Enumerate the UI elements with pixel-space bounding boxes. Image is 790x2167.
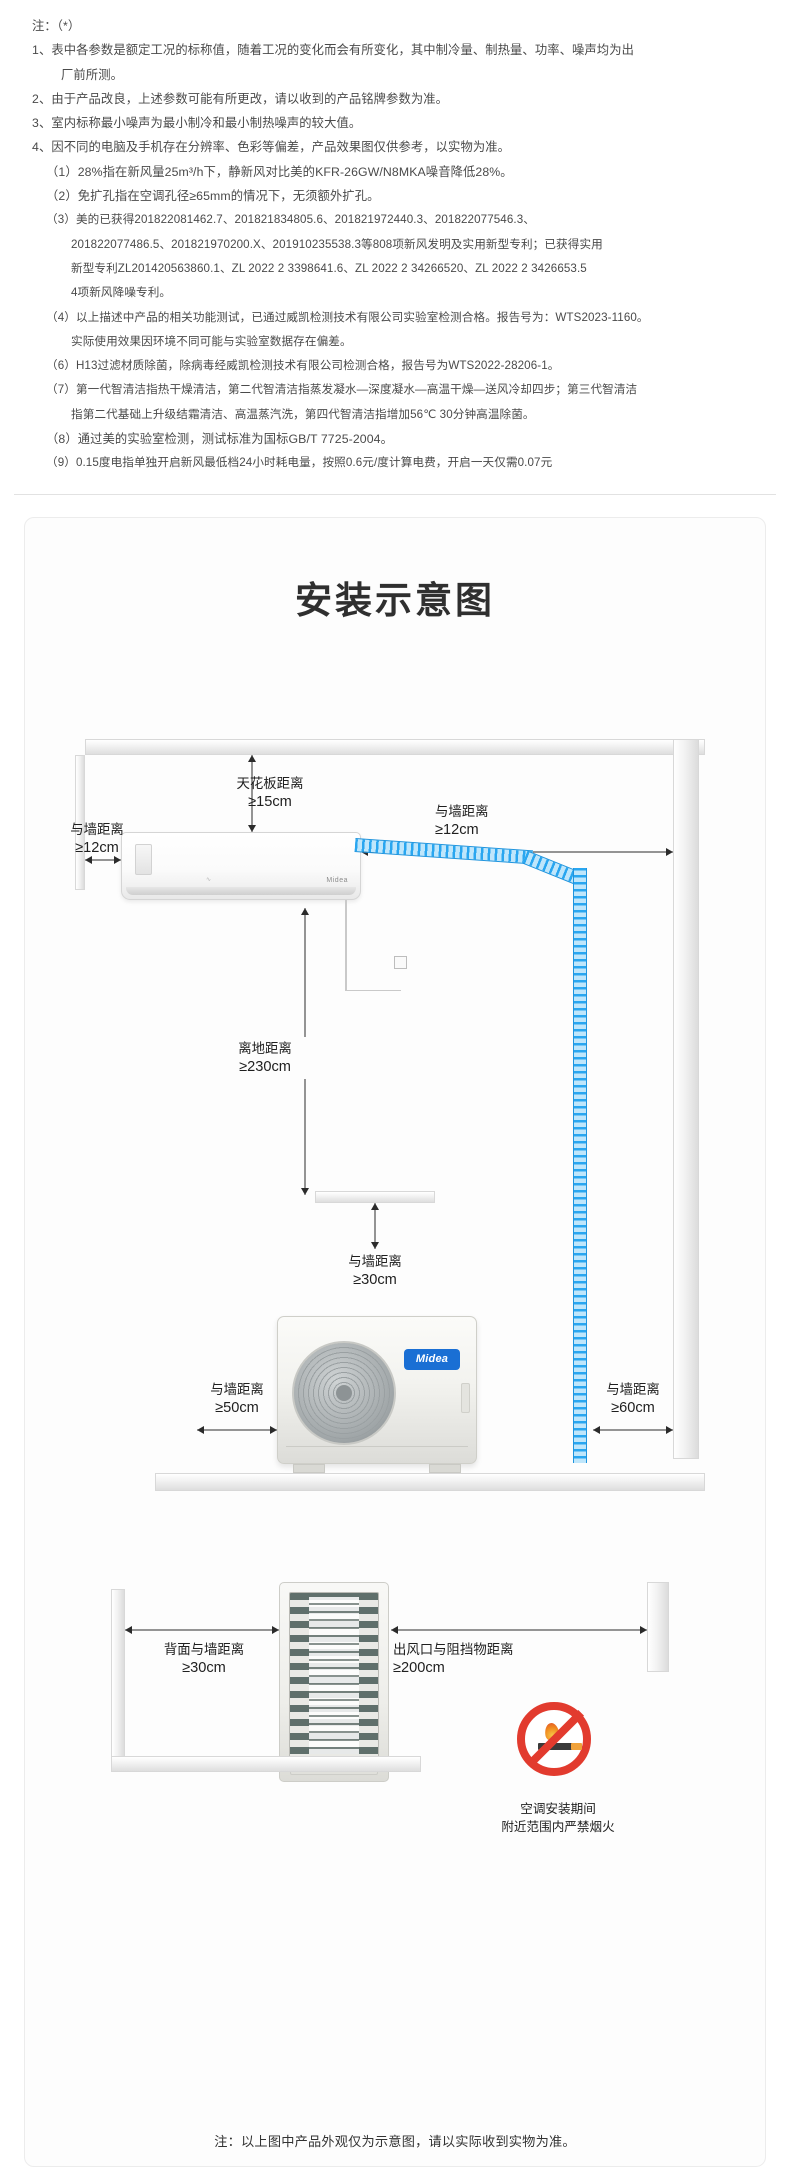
warning-line-2: 附近范围内严禁烟火 [501, 1819, 615, 1834]
cigarette-shape [538, 1742, 578, 1750]
outdoor-left-distance-value: ≥50cm [215, 1399, 259, 1416]
note-sub-7-line-1: （7）第一代智清洁指热干燥清洁，第二代智清洁指蒸发凝水—深度凝水—高温干燥—送风… [46, 383, 638, 397]
installation-diagram-card: 安装示意图 Midea ∿ 天花板距离 ≥15cm 与墙距离 ≥12cm [24, 516, 766, 2167]
note-sub-1-line-1: （1）28%指在新风量25m³/h下，静新风对比美的KFR-26GW/N8MKA… [46, 164, 513, 179]
left-wall-distance-dimension [85, 854, 121, 866]
no-smoking-icon [517, 1701, 591, 1776]
notes-header: 注：（*） [32, 19, 81, 33]
ceiling-slab [85, 738, 705, 755]
indoor-unit-logo-mark: ∿ [206, 876, 212, 883]
right-wall-distance-value: ≥12cm [435, 821, 479, 838]
power-outlet-icon [394, 955, 407, 969]
outdoor-right-distance-name: 与墙距离 [606, 1381, 660, 1397]
note-item-3-line-1: 3、室内标称最小噪声为最小制冷和最小制热噪声的较大值。 [32, 116, 362, 131]
note-item-1-line-1: 1、表中各参数是额定工况的标称值，随着工况的变化而会有所变化，其中制冷量、制热量… [32, 43, 634, 58]
outdoor-unit: Midea [277, 1315, 477, 1464]
left-wall-distance-label: 与墙距离 ≥12cm [39, 820, 155, 858]
refrigerant-pipe-horizontal [354, 837, 534, 865]
right-wall-slab [673, 738, 699, 1459]
outdoor-right-distance-value: ≥60cm [611, 1399, 655, 1416]
note-sub-3-line-3: 新型专利ZL201420563860.1、ZL 2022 2 3398641.6… [71, 261, 587, 275]
outdoor-left-distance-name: 与墙距离 [210, 1381, 264, 1397]
indoor-unit: Midea ∿ [121, 831, 361, 900]
note-sub-3-line-1: （3）美的已获得201822081462.7、201821834805.6、20… [46, 213, 535, 227]
prohibition-bar [526, 1709, 584, 1768]
cigarette-tip-shape [571, 1742, 582, 1750]
rear-wall-distance-name: 背面与墙距离 [163, 1641, 245, 1657]
note-sub-4-line-1: （4）以上描述中产品的相关功能测试，已通过威凯检测技术有限公司实验室检测合格。报… [46, 310, 649, 324]
indoor-unit-panel [135, 843, 152, 875]
ground-distance-label: 离地距离 ≥230cm [217, 1036, 313, 1079]
mid-wall-distance-dimension [369, 1202, 381, 1249]
ground-distance-name: 离地距离 [238, 1040, 292, 1056]
notes-block: 注：（*） 1、表中各参数是额定工况的标称值，随着工况的变化而会有所变化，其中制… [0, 0, 790, 476]
note-sub-3-line-2: 201822077486.5、201821970200.X、2019102355… [71, 237, 603, 251]
rear-view-outdoor-unit [279, 1581, 389, 1782]
outdoor-unit-foot-right [429, 1463, 461, 1473]
note-sub-7-line-2: 指第二代基础上升级结霜清洁、高温蒸汽洗，第四代智清洁指增加56℃ 30分钟高温除… [71, 407, 535, 421]
mid-wall-distance-value: ≥30cm [353, 1271, 397, 1288]
note-sub-9-line-1: （9）0.15度电指单独开启新风最低档24小时耗电量，按照0.6元/度计算电费，… [46, 456, 553, 470]
note-sub-8-line-1: （8）通过美的实验室检测，测试标准为国标GB/T 7725-2004。 [46, 432, 393, 447]
left-wall-distance-name: 与墙距离 [70, 821, 124, 837]
mid-wall-distance-name: 与墙距离 [348, 1253, 402, 1269]
ceiling-distance-value: ≥15cm [248, 793, 292, 810]
indoor-unit-brand-mark: Midea [326, 876, 348, 884]
outlet-obstacle-distance-dimension [391, 1624, 647, 1636]
outdoor-unit-foot-left [293, 1463, 325, 1473]
ceiling-distance-name: 天花板距离 [236, 775, 304, 791]
outdoor-unit-fan-grille [292, 1340, 396, 1445]
ceiling-distance-label: 天花板距离 ≥15cm [210, 774, 330, 812]
right-wall-distance-label: 与墙距离 ≥12cm [435, 802, 585, 840]
left-wall-slab [75, 754, 85, 890]
power-wire-vertical [345, 899, 347, 990]
note-sub-3-line-4: 4项新风降噪专利。 [71, 286, 172, 300]
ceiling-distance-dimension [246, 754, 258, 832]
outdoor-unit-midea-logo[interactable]: Midea [404, 1348, 460, 1370]
outdoor-left-distance-label: 与墙距离 ≥50cm [177, 1380, 297, 1418]
rear-view-coil-fins [309, 1596, 359, 1754]
warning-line-1: 空调安装期间 [520, 1801, 596, 1816]
diagram-scene: Midea ∿ 天花板距离 ≥15cm 与墙距离 ≥12cm 与墙距离 ≥12c… [25, 624, 765, 2114]
note-item-4-line-1: 4、因不同的电脑及手机存在分辨率、色彩等偏差，产品效果图仅供参考，以实物为准。 [32, 140, 511, 155]
rear-wall-slab [111, 1588, 125, 1759]
outlet-obstacle-distance-value: ≥200cm [393, 1659, 445, 1676]
note-item-2-line-1: 2、由于产品改良，上述参数可能有所更改，请以收到的产品铭牌参数为准。 [32, 91, 449, 106]
note-sub-6-line-1: （6）H13过滤材质除菌，除病毒经威凯检测技术有限公司检测合格，报告号为WTS2… [46, 359, 560, 373]
indoor-unit-air-vent [126, 886, 356, 895]
outlet-obstacle-distance-label: 出风口与阻挡物距离 ≥200cm [393, 1640, 643, 1678]
note-sub-2-line-1: （2）免扩孔指在空调孔径≥65mm的情况下，无须额外扩孔。 [46, 189, 380, 204]
diagram-title: 安装示意图 [295, 579, 495, 621]
rear-view-condenser-coil [289, 1591, 379, 1759]
rear-wall-distance-dimension [125, 1624, 279, 1636]
outdoor-unit-side-vent [461, 1382, 470, 1413]
rear-wall-distance-value: ≥30cm [182, 1659, 226, 1676]
section-divider [14, 493, 776, 495]
power-wire-horizontal [345, 989, 401, 992]
note-item-1-line-2: 厂前所测。 [61, 67, 123, 82]
bottom-floor-slab [111, 1755, 421, 1772]
note-sub-4-line-2: 实际使用效果因环境不同可能与实验室数据存在偏差。 [71, 334, 352, 348]
no-smoking-warning-text: 空调安装期间 附近范围内严禁烟火 [443, 1800, 673, 1836]
outdoor-unit-base-line [286, 1445, 468, 1447]
rear-wall-distance-label: 背面与墙距离 ≥30cm [131, 1640, 277, 1678]
mid-wall-distance-label: 与墙距离 ≥30cm [315, 1252, 435, 1290]
outlet-obstacle-distance-name: 出风口与阻挡物距离 [393, 1641, 514, 1657]
diagram-footer-note: 注：以上图中产品外观仅为示意图，请以实际收到实物为准。 [214, 2133, 576, 2149]
outdoor-right-distance-dimension [593, 1424, 673, 1436]
outdoor-left-distance-dimension [197, 1424, 277, 1436]
obstacle-slab [647, 1581, 669, 1672]
left-wall-distance-value: ≥12cm [75, 839, 119, 856]
mid-shelf-slab [315, 1190, 435, 1203]
floor-slab [155, 1472, 705, 1491]
ground-distance-value: ≥230cm [239, 1058, 291, 1075]
outdoor-right-distance-label: 与墙距离 ≥60cm [573, 1380, 693, 1418]
refrigerant-pipe-vertical [573, 867, 587, 1463]
right-wall-distance-name: 与墙距离 [435, 803, 489, 819]
